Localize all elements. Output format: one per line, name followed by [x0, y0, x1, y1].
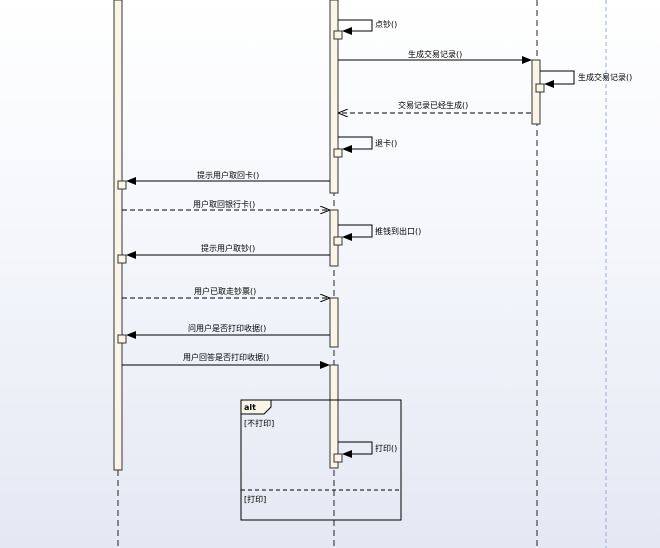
alt-guard-no-print: [不打印]	[244, 418, 274, 428]
activation-atm-1	[329, 0, 339, 194]
message-label-generate-record: 生成交易记录()	[578, 72, 632, 82]
receive-activation-ask-print	[117, 334, 127, 344]
self-message-return-card	[338, 136, 373, 153]
message-label-prompt-take-cash: 提示用户取钞()	[201, 243, 255, 253]
message-label-print: 打印()	[375, 443, 397, 453]
message-label-record-generated: 交易记录已经生成()	[398, 100, 468, 110]
activation-user	[113, 0, 123, 471]
self-activation-return-card	[333, 148, 343, 158]
message-label-count-cash: 点钞()	[375, 19, 397, 29]
message-label-answer-print-receipt: 用户回答是否打印收据()	[183, 352, 269, 362]
self-message-push-cash	[338, 224, 373, 241]
alt-fragment-tab	[240, 399, 272, 415]
self-message-count-cash	[338, 19, 373, 35]
alt-fragment-operator: alt	[244, 403, 256, 412]
self-message-generate-record	[540, 70, 575, 88]
alt-guard-print: [打印]	[244, 494, 266, 504]
message-label-create-record: 生成交易记录()	[408, 49, 462, 59]
message-label-user-took-cash: 用户已取走钞票()	[194, 286, 256, 296]
message-label-push-cash: 推钱到出口()	[375, 226, 421, 236]
message-label-prompt-take-card: 提示用户取回卡()	[197, 170, 259, 180]
self-message-print	[338, 441, 373, 458]
message-label-user-took-card: 用户取回银行卡()	[193, 199, 255, 209]
self-activation-print	[333, 453, 343, 463]
alt-fragment	[240, 399, 402, 521]
receive-activation-take-cash	[117, 254, 127, 264]
activation-atm-3	[329, 297, 339, 348]
self-activation-count-cash	[333, 30, 343, 40]
self-activation-generate-record	[535, 83, 545, 93]
self-activation-push-cash	[333, 236, 343, 246]
message-label-return-card: 退卡()	[375, 138, 397, 148]
activation-atm-4	[329, 364, 339, 469]
message-label-ask-print-receipt: 问用户是否打印收据()	[188, 323, 266, 333]
receive-activation-take-card	[117, 180, 127, 190]
